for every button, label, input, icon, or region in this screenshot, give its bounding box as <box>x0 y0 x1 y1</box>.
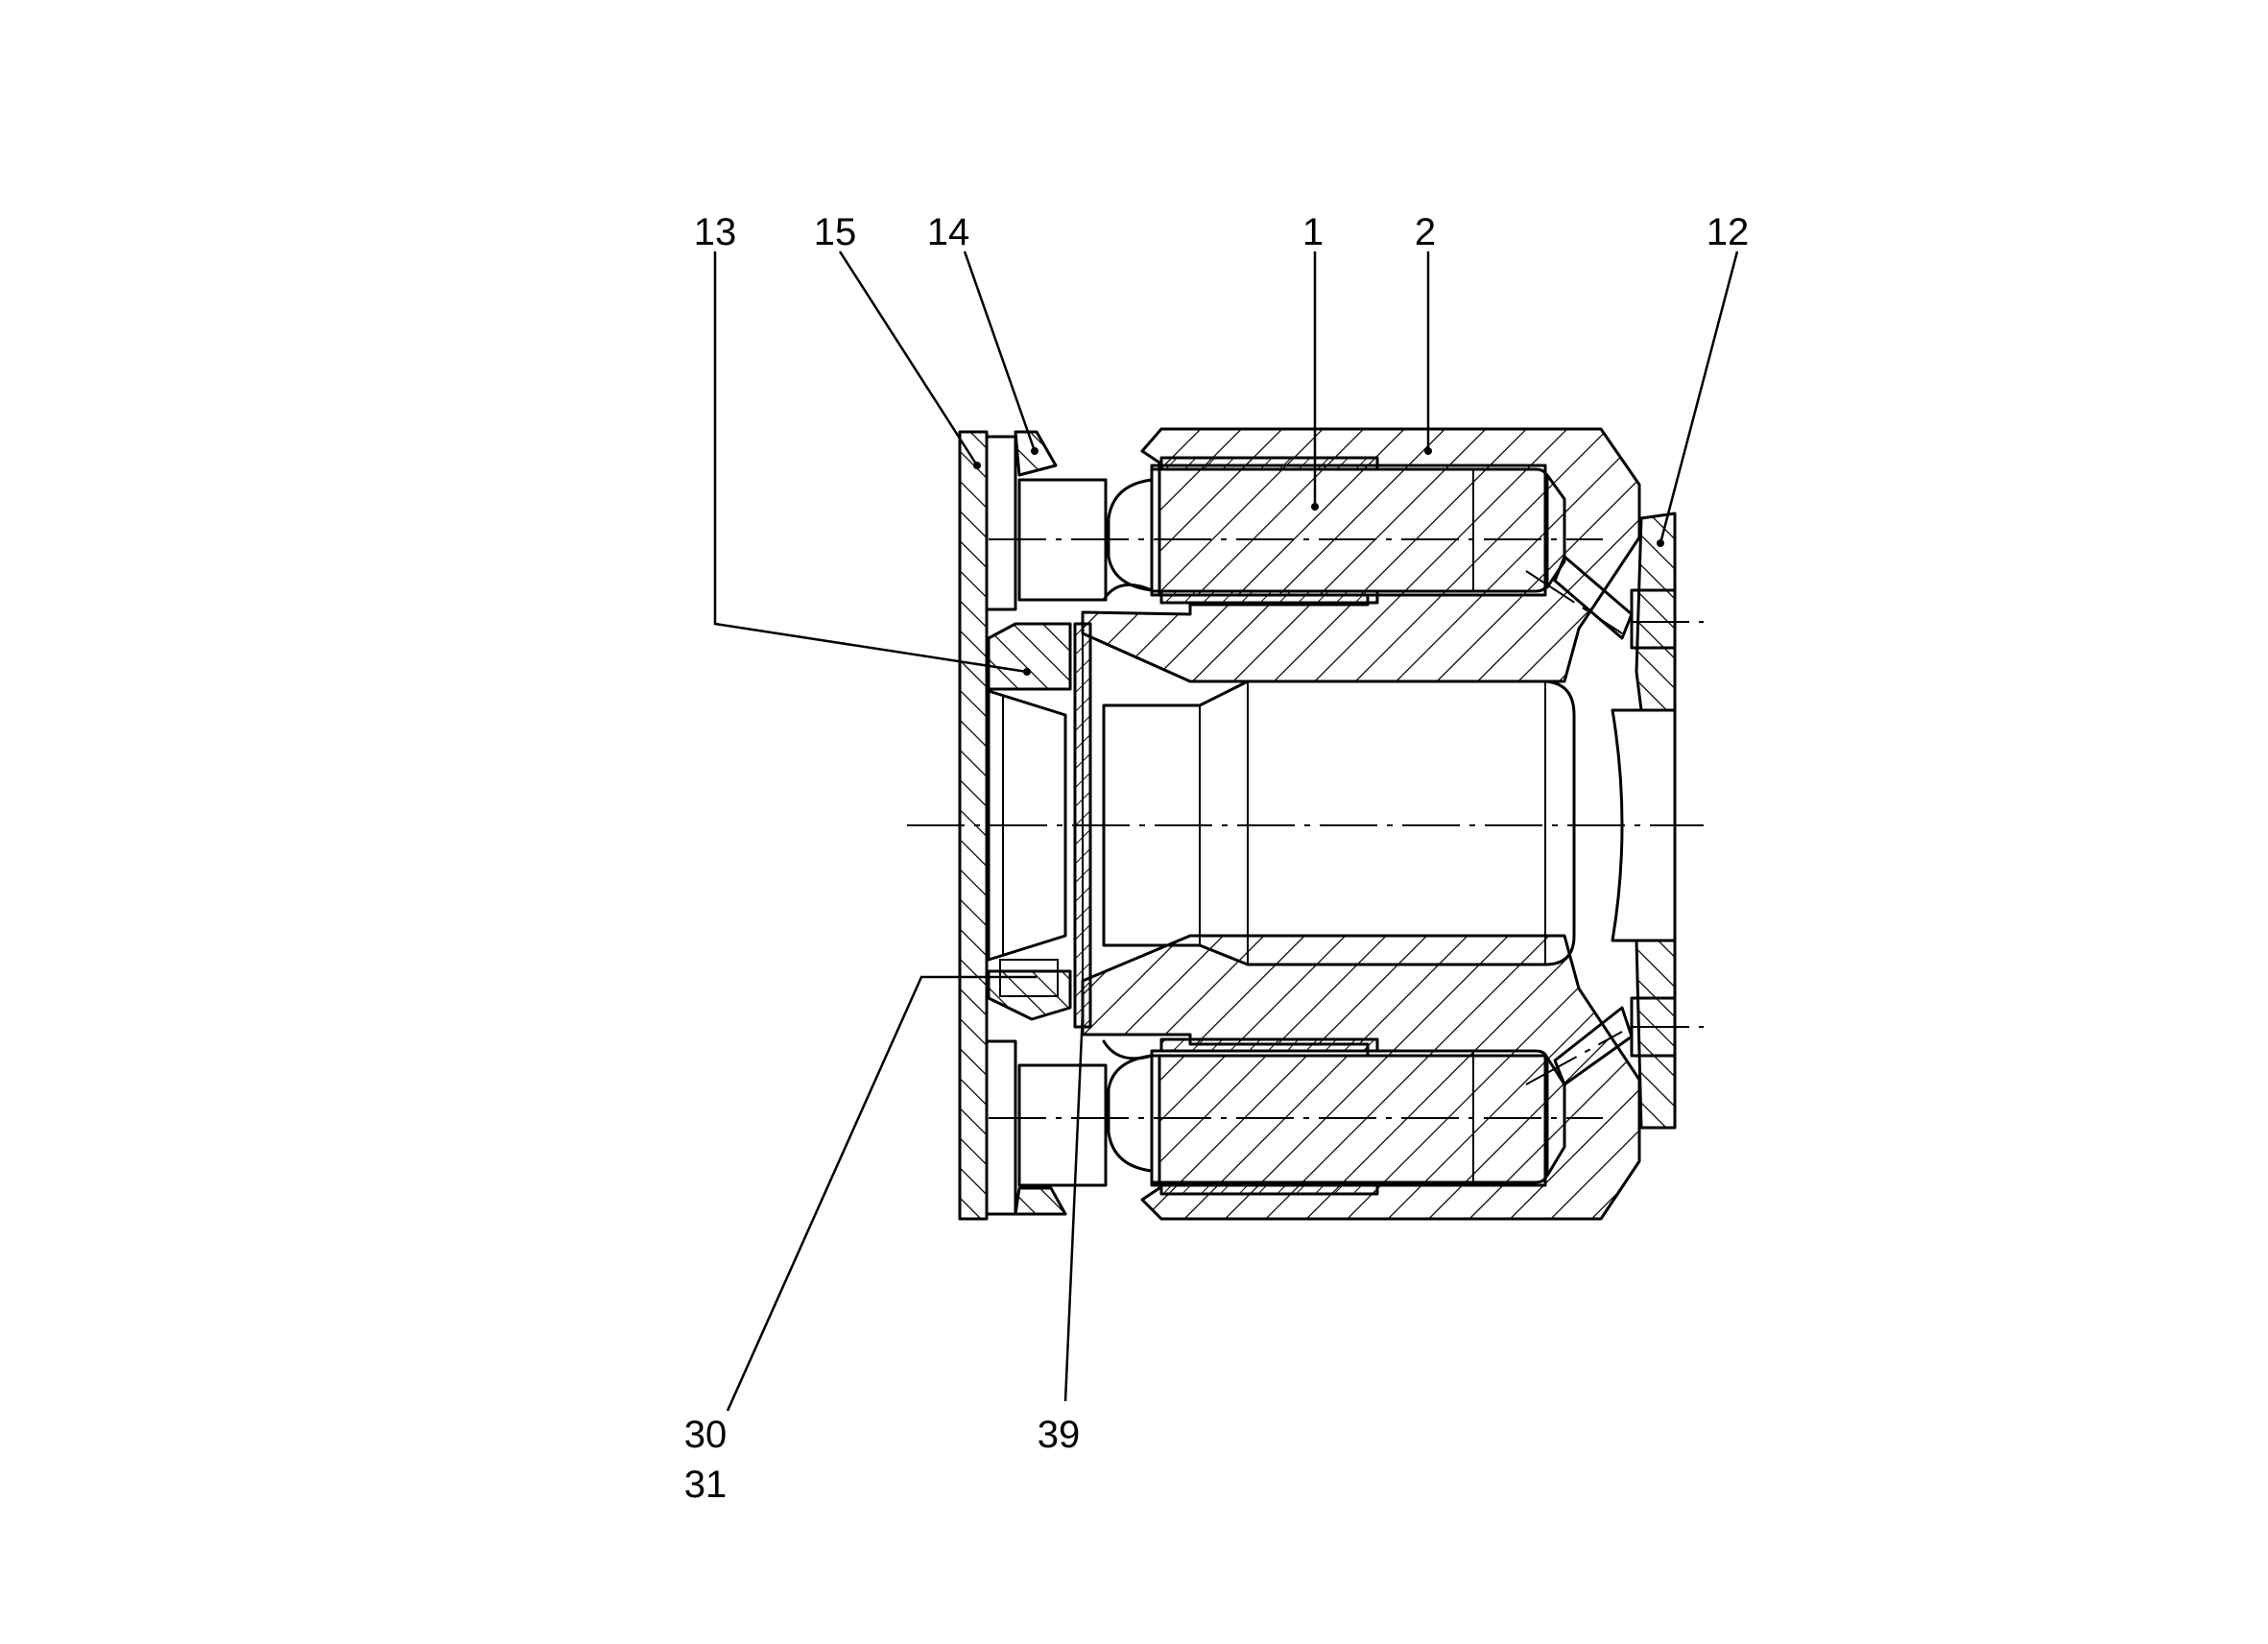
kidney-ports <box>1553 555 1634 1086</box>
piston-neck-lower <box>1102 1039 1154 1173</box>
callout-2: 2 <box>1415 211 1436 253</box>
control-plate <box>1611 512 1677 1130</box>
spherical-guide-upper <box>987 622 1072 691</box>
callout-31: 31 <box>684 1464 728 1506</box>
leader-39 <box>1063 1012 1085 1402</box>
spherical-guide-lower <box>987 959 1072 1021</box>
leader-dots <box>973 447 1664 676</box>
slipper-lower <box>1017 1063 1108 1187</box>
callout-labels: 13 15 14 1 2 12 30 31 39 <box>684 211 1750 1506</box>
leader-30-31 <box>726 975 1037 1412</box>
swash-segment-lower <box>1014 1186 1067 1216</box>
callout-15: 15 <box>814 211 857 253</box>
leader-12 <box>1659 250 1739 544</box>
leader-13 <box>713 251 1028 674</box>
leader-14 <box>963 250 1037 452</box>
cylinder-block <box>1081 427 1641 1221</box>
piston-lower <box>1150 1049 1566 1184</box>
callout-1: 1 <box>1302 211 1324 253</box>
leader-lines <box>713 250 1739 1412</box>
callout-14: 14 <box>927 211 970 253</box>
callout-13: 13 <box>694 211 737 253</box>
center-lines <box>907 538 1704 1119</box>
leader-15 <box>838 250 979 466</box>
callout-12: 12 <box>1707 211 1750 253</box>
callout-30: 30 <box>684 1414 728 1456</box>
callout-39: 39 <box>1038 1414 1081 1456</box>
